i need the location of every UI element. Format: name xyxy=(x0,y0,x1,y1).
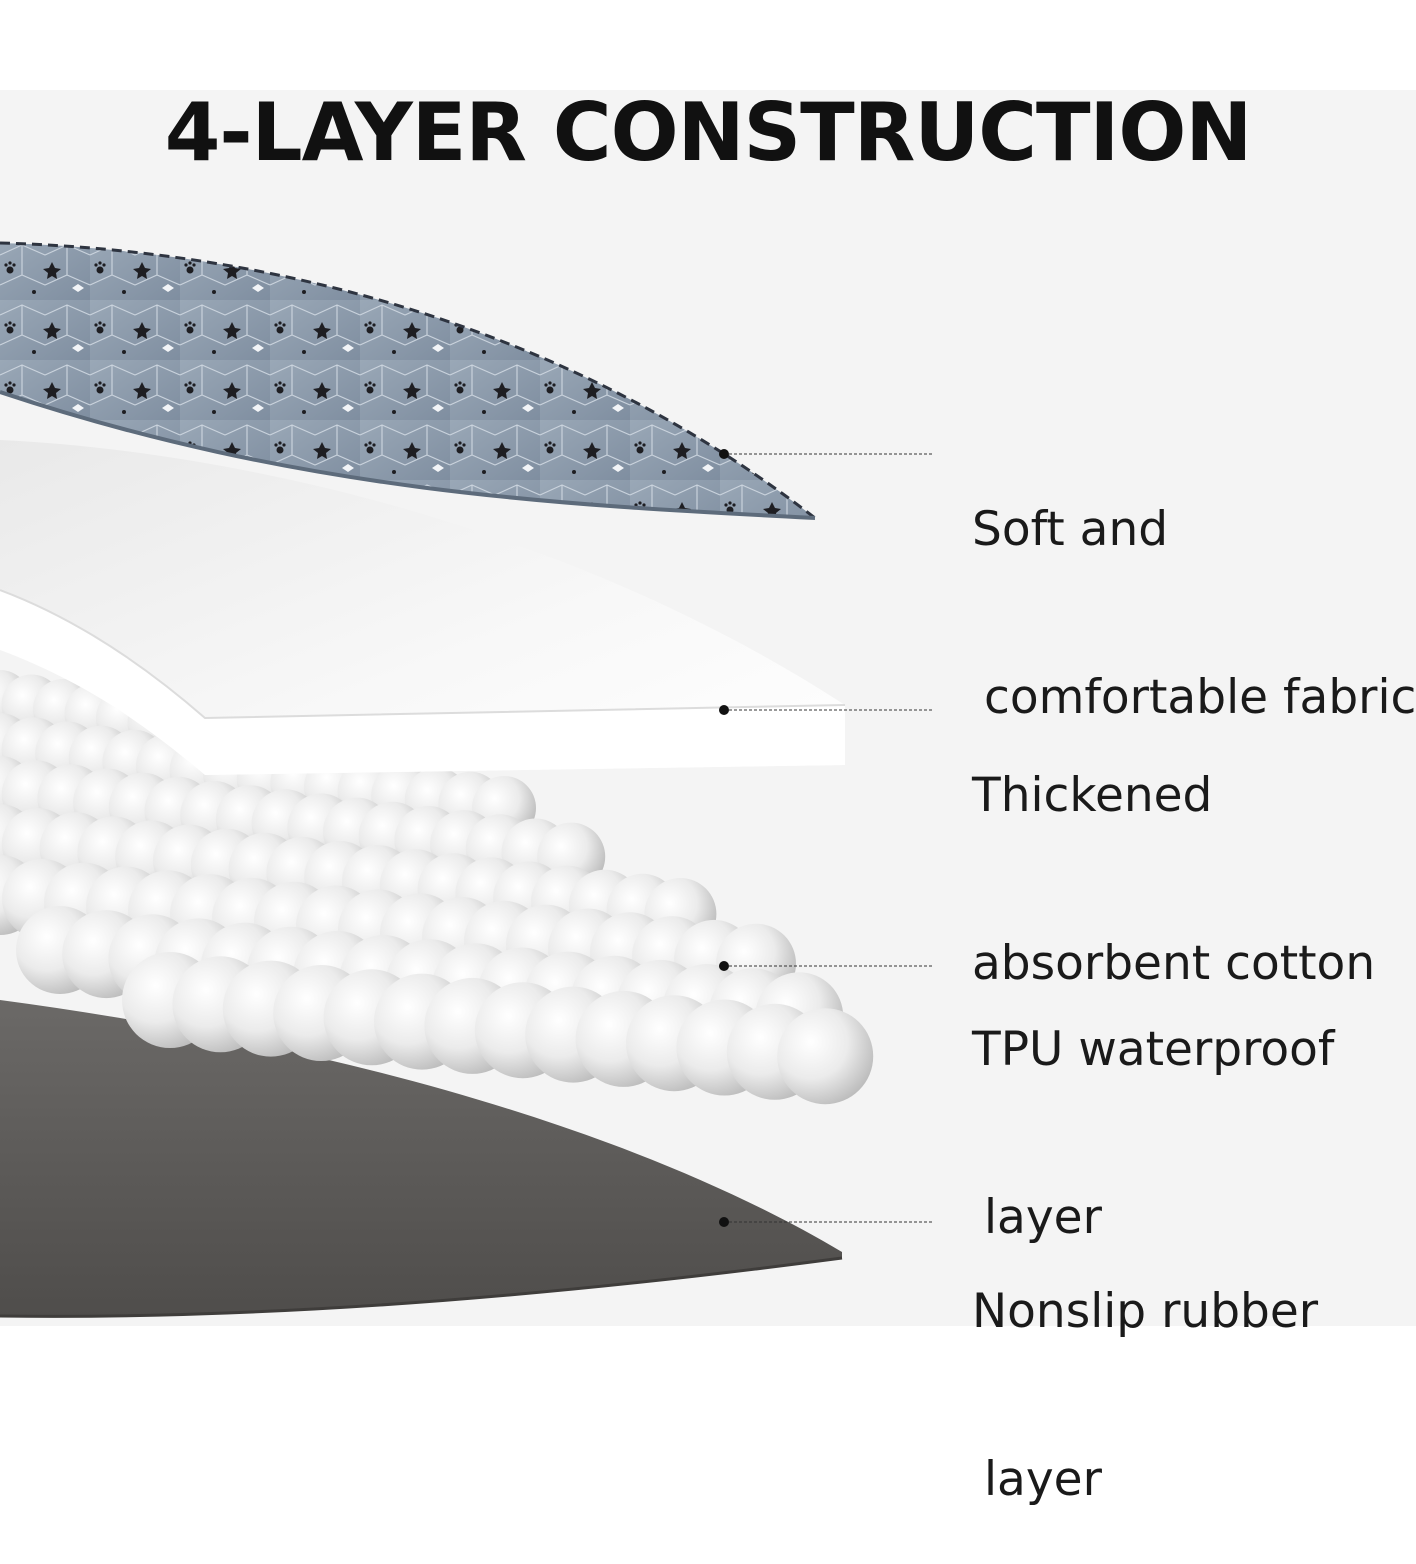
rubber-layer xyxy=(0,1000,843,1318)
leader-lines xyxy=(724,453,932,1223)
label-rubber-line1: Nonslip rubber xyxy=(972,1284,1319,1339)
marker-dot-rubber xyxy=(719,1217,729,1227)
cotton-layer xyxy=(0,440,846,775)
fabric-layer xyxy=(0,241,816,520)
marker-dot-cotton xyxy=(719,705,729,715)
layer-illustration xyxy=(0,241,932,1318)
label-fabric: Soft and comfortable fabric xyxy=(972,390,1416,782)
label-cotton: Thickened absorbent cotton xyxy=(972,656,1375,1048)
label-fabric-line2: comfortable fabric xyxy=(984,670,1416,725)
label-tpu: TPU waterproof layer xyxy=(972,910,1334,1302)
marker-dot-tpu xyxy=(719,961,729,971)
label-fabric-line1: Soft and xyxy=(972,502,1169,557)
label-rubber-line2: layer xyxy=(984,1452,1102,1507)
marker-dot-fabric xyxy=(719,449,729,459)
tpu-sphere xyxy=(777,1008,874,1105)
label-cotton-line2: absorbent cotton xyxy=(972,936,1376,991)
label-rubber: Nonslip rubber layer xyxy=(972,1172,1318,1564)
page-title: 4-LAYER CONSTRUCTION xyxy=(164,86,1253,179)
label-tpu-line2: layer xyxy=(984,1190,1102,1245)
label-cotton-line1: Thickened xyxy=(972,768,1213,823)
label-tpu-line1: TPU waterproof xyxy=(972,1022,1335,1077)
